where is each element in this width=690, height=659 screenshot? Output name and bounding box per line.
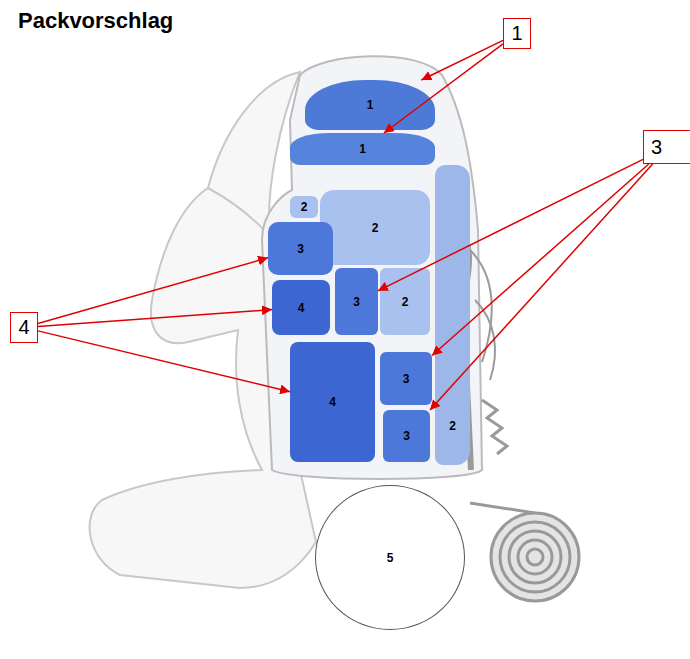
callout-arrow [384,44,503,133]
callout-arrow [430,164,653,410]
callout-box: 3 [643,130,690,164]
sleeping-mat [470,503,579,601]
zone-number: 5 [387,551,394,565]
pack-zone: 4 [290,342,375,462]
zone-number: 2 [402,295,409,309]
zone-number: 3 [403,429,410,443]
zone-number: 3 [353,295,360,309]
pack-zone: 1 [290,133,435,165]
callout-arrow [38,331,290,392]
pack-zone: 1 [305,80,435,130]
zone-number: 4 [18,316,29,339]
zone-number: 1 [359,142,366,156]
title-wrap: Packvorschlag [18,8,173,34]
zone-number: 3 [403,372,410,386]
pack-zone: 3 [335,268,378,335]
callout-arrow [38,258,268,324]
zone-number: 3 [297,242,304,256]
pack-zone: 2 [435,165,470,465]
zone-number: 3 [651,136,662,159]
zone-number: 2 [372,221,379,235]
pack-zone: 2 [290,196,318,218]
pack-zone: 2 [320,190,430,265]
zone-number: 2 [301,200,308,214]
pack-zone: 3 [268,222,333,275]
zone-number: 4 [329,395,336,409]
zone-number: 2 [449,419,456,433]
zone-number: 4 [298,301,305,315]
pack-zone: 3 [383,410,430,462]
callout-box: 1 [503,18,531,49]
callout-arrow [38,310,272,327]
pack-zone: 4 [272,280,330,335]
callout-arrow [432,164,649,356]
page-title: Packvorschlag [18,8,173,33]
zone-number: 1 [511,22,522,45]
callout-box: 4 [10,312,38,343]
pack-zone: 3 [380,352,432,405]
zone-number: 1 [367,98,374,112]
sleeping-bag: 5 [315,485,465,630]
callout-arrow [378,159,643,290]
backpack-outline [262,56,482,479]
